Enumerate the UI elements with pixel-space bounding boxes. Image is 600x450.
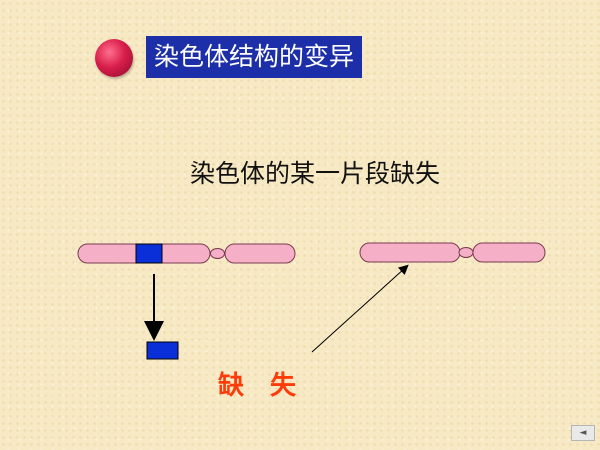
original-chromosome bbox=[77, 243, 296, 264]
prev-slide-button[interactable]: ◄ bbox=[571, 425, 595, 441]
slide-title: 染色体结构的变异 bbox=[146, 36, 363, 78]
original-chromosome-centromere bbox=[210, 248, 225, 259]
resulting-chromosome-centromere bbox=[458, 247, 474, 258]
slide-subtitle: 染色体的某一片段缺失 bbox=[190, 159, 441, 188]
deleted-segment bbox=[146, 341, 179, 360]
resulting-chromosome-left-arm bbox=[359, 242, 461, 263]
segment-to-be-deleted bbox=[135, 243, 163, 264]
diagonal-arrow bbox=[311, 264, 409, 353]
original-chromosome-right-arm bbox=[224, 243, 296, 264]
deletion-label: 缺 失 bbox=[218, 371, 297, 401]
resulting-chromosome bbox=[359, 242, 546, 263]
resulting-chromosome-right-arm bbox=[472, 242, 546, 263]
prev-triangle-icon: ◄ bbox=[579, 428, 587, 438]
title-bullet-icon bbox=[95, 39, 133, 77]
